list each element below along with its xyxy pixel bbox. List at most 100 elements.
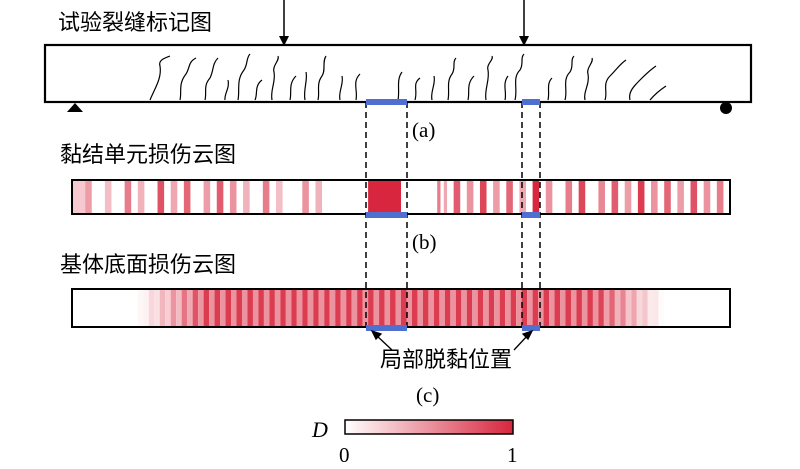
debond-markers bbox=[366, 99, 540, 331]
bond-damage-stripe bbox=[506, 180, 513, 214]
crack-line bbox=[547, 77, 553, 101]
base-damage-stripe bbox=[335, 289, 341, 327]
base-damage-stripe bbox=[390, 289, 396, 327]
bond-damage-stripe bbox=[690, 180, 698, 214]
crack-line bbox=[317, 55, 327, 101]
crack-line bbox=[649, 85, 667, 101]
colorbar-symbol: D bbox=[311, 417, 328, 442]
base-damage-stripe bbox=[461, 289, 467, 327]
debond-marker-c-right bbox=[522, 325, 540, 331]
bond-damage-stripe bbox=[275, 180, 283, 214]
base-damage-stripe bbox=[499, 289, 506, 327]
crack-line bbox=[504, 75, 509, 101]
base-damage-stripe bbox=[148, 289, 155, 327]
base-damage-stripe bbox=[620, 289, 626, 327]
crack-line bbox=[604, 59, 627, 101]
base-damage-stripe bbox=[209, 289, 215, 327]
base-damage-stripe bbox=[187, 289, 193, 327]
debond-marker-a-left bbox=[366, 99, 407, 105]
base-damage-stripe bbox=[384, 289, 391, 327]
base-damage-stripe bbox=[428, 289, 434, 327]
base-damage-stripe bbox=[313, 289, 319, 327]
colorbar-min-label: 0 bbox=[339, 443, 350, 467]
pin-support bbox=[67, 103, 83, 112]
crack-line bbox=[338, 75, 344, 101]
base-damage-stripe bbox=[570, 289, 577, 327]
base-damage-stripe bbox=[280, 289, 286, 327]
base-damage-stripe bbox=[647, 289, 654, 327]
base-damage-stripe bbox=[346, 289, 352, 327]
base-damage-stripe bbox=[505, 289, 511, 327]
bond-damage-stripe bbox=[664, 180, 671, 214]
bond-damage-stripe bbox=[170, 180, 178, 214]
base-damage-stripe bbox=[653, 289, 659, 327]
base-damage-stripe bbox=[318, 289, 325, 327]
bond-damage-stripe bbox=[578, 180, 586, 214]
base-damage-stripe bbox=[143, 289, 149, 327]
bond-damage-stripe bbox=[437, 180, 441, 214]
debond-marker-b-left bbox=[366, 212, 407, 218]
base-damage-stripe bbox=[357, 289, 363, 327]
annotation-debond-location: 局部脱黏位置 bbox=[380, 348, 512, 373]
base-damage-stripe bbox=[642, 289, 648, 327]
crack-line bbox=[355, 73, 361, 101]
base-damage-stripe bbox=[581, 289, 588, 327]
bond-damage-stripe bbox=[443, 180, 448, 214]
crack-line bbox=[564, 55, 575, 101]
crack-line bbox=[237, 53, 251, 101]
base-damage-stripe bbox=[220, 289, 226, 327]
base-damage-stripe bbox=[576, 289, 582, 327]
base-damage-stripe bbox=[565, 289, 571, 327]
bond-damage-stripe bbox=[545, 180, 553, 214]
base-damage-stripe bbox=[170, 289, 177, 327]
base-damage-stripe bbox=[159, 289, 166, 327]
bond-damage-stripe bbox=[229, 180, 237, 214]
base-damage-stripe bbox=[165, 289, 171, 327]
base-damage-stripe bbox=[192, 289, 199, 327]
base-damage-stripe bbox=[549, 289, 555, 327]
crack-line bbox=[484, 55, 493, 101]
base-damage-stripe bbox=[609, 289, 615, 327]
panel-label-c: (c) bbox=[416, 383, 439, 407]
bond-damage-stripe bbox=[565, 180, 573, 214]
base-damage-stripe bbox=[483, 289, 489, 327]
crack-line bbox=[254, 79, 263, 101]
bond-damage-stripe bbox=[368, 180, 401, 214]
base-damage-stripe bbox=[296, 289, 303, 327]
base-damage-stripe bbox=[554, 289, 561, 327]
base-damage-stripe bbox=[598, 289, 604, 327]
crack-line bbox=[447, 57, 457, 101]
annotation-arrows bbox=[370, 329, 534, 351]
bond-damage-stripe bbox=[598, 180, 605, 214]
bond-damage-stripe bbox=[493, 180, 500, 214]
base-damage-stripe bbox=[137, 289, 144, 327]
title-base-damage: 基体底面损伤云图 bbox=[60, 253, 236, 278]
base-damage-stripe bbox=[631, 289, 637, 327]
bond-damage-stripes bbox=[72, 180, 724, 214]
base-damage-stripe bbox=[263, 289, 270, 327]
base-damage-stripe bbox=[324, 289, 330, 327]
base-damage-stripe bbox=[274, 289, 281, 327]
colorbar-max-label: 1 bbox=[507, 443, 518, 467]
base-damage-stripe bbox=[521, 289, 528, 327]
base-damage-stripe bbox=[368, 289, 374, 327]
colorbar bbox=[344, 419, 514, 435]
bond-damage-stripe bbox=[243, 180, 250, 214]
bond-damage-stripe bbox=[651, 180, 658, 214]
crack-line bbox=[224, 79, 230, 101]
roller-support bbox=[720, 102, 732, 114]
base-damage-stripe bbox=[214, 289, 221, 327]
title-bond-damage: 黏结单元损伤云图 bbox=[60, 143, 236, 168]
bond-damage-stripe bbox=[203, 180, 211, 214]
base-damage-stripe bbox=[269, 289, 275, 327]
crack-line bbox=[629, 65, 657, 101]
base-damage-stripe bbox=[422, 289, 429, 327]
bond-damage-stripe bbox=[315, 180, 323, 214]
crack-line bbox=[584, 57, 593, 101]
base-damage-stripe bbox=[560, 289, 566, 327]
base-damage-stripe bbox=[225, 289, 232, 327]
base-damage-stripe bbox=[176, 289, 182, 327]
base-damage-stripe bbox=[181, 289, 188, 327]
bond-damage-stripe bbox=[624, 180, 632, 214]
